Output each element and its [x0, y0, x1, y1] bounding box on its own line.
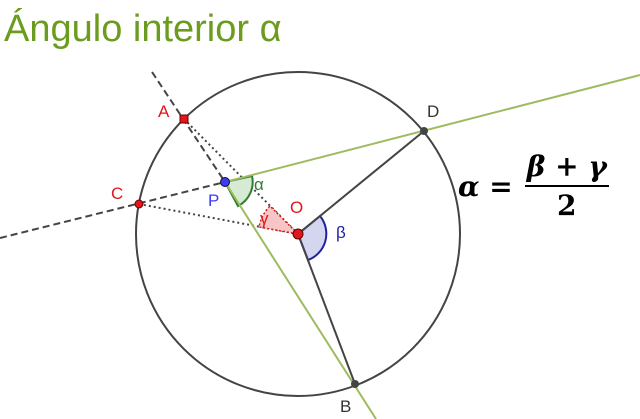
label-d: D — [427, 102, 439, 121]
angle-beta-wedge — [296, 214, 328, 262]
angle-gamma-wedge — [258, 204, 301, 236]
formula-lhs: α = — [458, 169, 513, 203]
page-title: Ángulo interior α — [4, 8, 282, 50]
angle-alpha-wedge — [223, 174, 254, 208]
circle — [135, 71, 461, 397]
point-a[interactable] — [179, 114, 189, 124]
formula-denominator: 2 — [557, 189, 577, 222]
label-beta: β — [336, 223, 346, 242]
label-a: A — [158, 102, 170, 121]
line-a-o-dotted — [183, 118, 299, 235]
label-c: C — [111, 184, 123, 203]
label-b: B — [340, 397, 351, 416]
point-b[interactable] — [351, 380, 359, 388]
point-o[interactable] — [292, 228, 304, 240]
line-c-o-dotted — [138, 203, 299, 235]
line-p-b-green — [224, 181, 377, 419]
label-o: O — [290, 198, 303, 217]
line-a-p-dashed — [151, 71, 226, 183]
point-p[interactable] — [220, 177, 230, 187]
label-alpha: α — [254, 175, 264, 194]
formula-numerator: β + γ — [524, 150, 609, 187]
point-d[interactable] — [420, 127, 428, 135]
line-c-p-dashed — [0, 181, 226, 239]
segment-o-b — [297, 233, 356, 385]
angle-formula: α = β + γ 2 — [458, 150, 609, 222]
formula-fraction: β + γ 2 — [524, 150, 609, 222]
label-gamma: γ — [260, 209, 269, 228]
segment-o-d — [297, 130, 425, 235]
point-c[interactable] — [134, 199, 144, 209]
line-p-d-green — [224, 74, 640, 183]
label-p: P — [208, 191, 219, 210]
